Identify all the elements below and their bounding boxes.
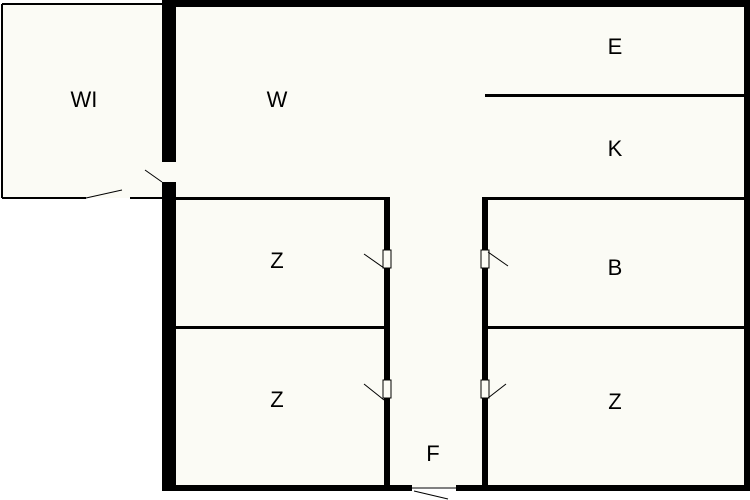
room-label-wi: WI bbox=[71, 87, 98, 112]
floor-main bbox=[168, 5, 746, 487]
door-b bbox=[480, 249, 490, 269]
room-label-z-lower-right: Z bbox=[608, 389, 621, 414]
door-w-wi bbox=[144, 162, 176, 183]
corridor-doors bbox=[363, 249, 509, 401]
door-z1 bbox=[382, 249, 392, 269]
wi-outline bbox=[1, 3, 164, 199]
floor-wi bbox=[2, 4, 164, 198]
door-z2 bbox=[382, 379, 392, 399]
room-label-e: E bbox=[608, 34, 623, 59]
entrance-door bbox=[412, 487, 456, 500]
room-label-b: B bbox=[608, 255, 623, 280]
room-label-z-lower-left: Z bbox=[270, 387, 283, 412]
room-label-k: K bbox=[608, 136, 623, 161]
room-label-w: W bbox=[267, 87, 288, 112]
interior-walls bbox=[162, 94, 746, 487]
room-label-f: F bbox=[426, 441, 439, 466]
door-wi bbox=[85, 189, 123, 199]
room-label-z-upper-left: Z bbox=[270, 248, 283, 273]
outer-walls bbox=[162, 0, 750, 491]
door-z3 bbox=[480, 379, 490, 399]
